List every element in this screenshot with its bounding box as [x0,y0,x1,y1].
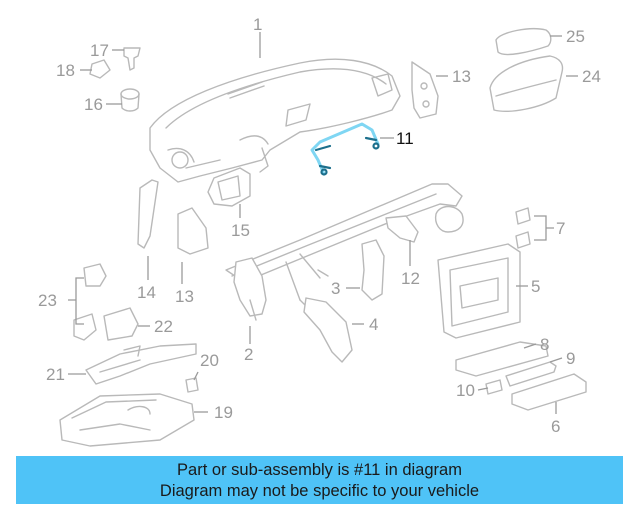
callout-15: 15 [231,221,250,240]
clips-part-7 [515,207,531,249]
parts-diagram: 1 2 3 4 5 6 7 8 9 10 11 12 13 13 14 15 1… [38,15,601,447]
bracket-part-12 [385,215,419,243]
pillar-trim-parts-13-14 [137,179,209,255]
knee-bolster-part-19 [59,393,195,447]
banner-line-2: Diagram may not be specific to your vehi… [159,482,480,500]
callout-6: 6 [551,417,560,436]
callout-25: 25 [566,27,585,46]
callout-5: 5 [531,277,540,296]
callout-19: 19 [214,403,233,422]
callout-12: 12 [401,269,420,288]
callout-13-upper: 13 [452,67,471,86]
callout-14: 14 [137,283,156,302]
callout-4: 4 [369,315,378,334]
callout-17: 17 [90,41,109,60]
cross-car-beam-part-2 [225,183,464,361]
callout-22: 22 [154,317,173,336]
callout-18: 18 [56,61,75,80]
storage-bin-parts-24-25 [489,28,564,112]
leader-lines [68,32,578,414]
callout-3: 3 [331,279,340,298]
callout-7: 7 [556,219,565,238]
clip-parts-16-17-18 [89,47,141,112]
lower-panel-part-21 [85,343,197,385]
callout-10: 10 [456,381,475,400]
callout-11: 11 [396,129,414,148]
brackets-parts-22-23 [73,263,139,341]
callout-2: 2 [244,345,253,364]
callout-23: 23 [38,291,57,310]
highlighted-bracket-part-11 [310,122,380,176]
dashboard-panel-part [149,58,401,183]
callout-16: 16 [84,95,103,114]
fastener-part-20 [185,377,199,393]
trim-parts-6-8-9-10 [455,341,587,411]
callout-8: 8 [540,335,549,354]
callout-1: 1 [253,15,262,34]
callout-21: 21 [46,365,65,384]
brace-part-4 [303,297,353,363]
banner-line-1: Part or sub-assembly is #11 in diagram [177,461,462,479]
callout-9: 9 [566,349,575,368]
vent-part-15 [207,167,251,207]
info-banner: Part or sub-assembly is #11 in diagram D… [16,456,623,504]
callout-labels: 1 2 3 4 5 6 7 8 9 10 11 12 13 13 14 15 1… [38,15,601,436]
callout-20: 20 [200,351,219,370]
end-panel-part-13-upper [411,61,439,119]
callout-24: 24 [582,67,601,86]
bezel-part-5 [437,243,521,339]
callout-13-lower: 13 [175,287,194,306]
support-part-3 [361,239,385,301]
